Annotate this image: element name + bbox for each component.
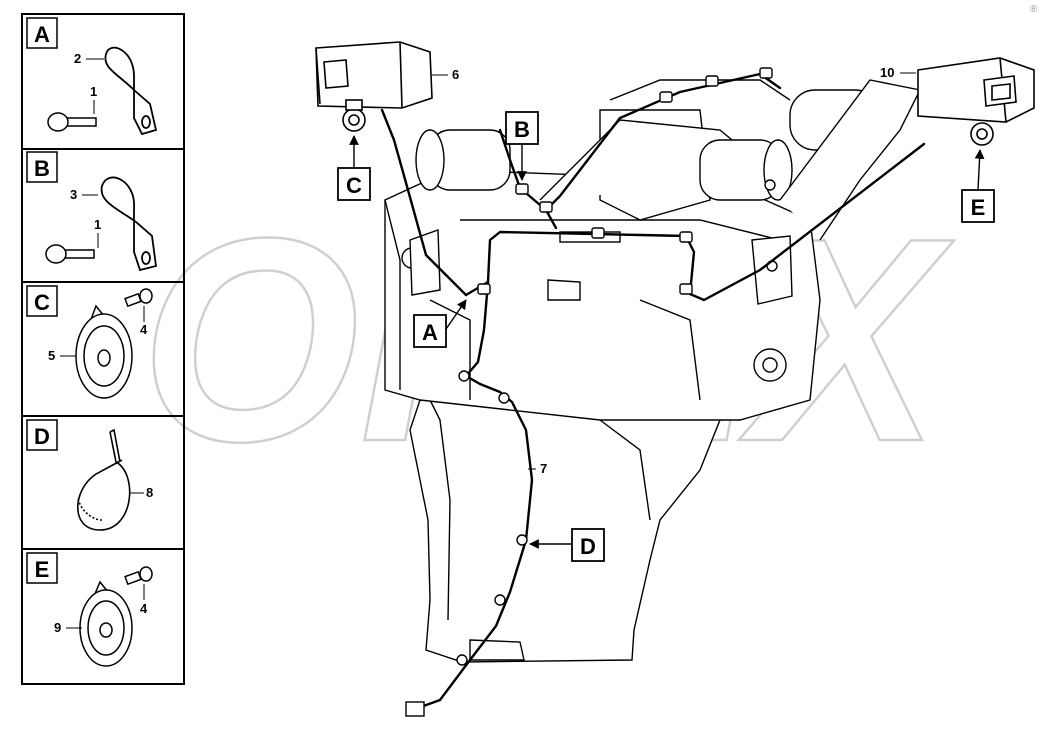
bolt-icon	[124, 566, 153, 586]
part-number: 3	[70, 187, 77, 202]
part-number-harness: 7	[540, 461, 547, 476]
callout-e: E	[961, 149, 995, 223]
panel-letter-d: D	[34, 424, 50, 449]
part-number-right-lamp: 10	[880, 65, 894, 80]
panel-letter-a: A	[34, 22, 50, 47]
callout-a: A	[413, 299, 467, 348]
harness-clips	[405, 67, 773, 717]
part-number: 8	[146, 485, 153, 500]
svg-text:E: E	[971, 195, 986, 220]
cable-tie-icon	[76, 428, 131, 531]
detail-panel-d: D 8	[26, 419, 153, 531]
part-number: 4	[140, 601, 148, 616]
horn-icon	[75, 304, 133, 399]
panel-letter-b: B	[34, 156, 50, 181]
svg-text:A: A	[422, 320, 438, 345]
panel-letter-c: C	[34, 290, 50, 315]
work-lamp-left	[315, 41, 433, 132]
callout-c: C	[337, 135, 371, 201]
p-clamp-icon	[104, 46, 158, 136]
bolt-icon	[45, 244, 95, 264]
part-number: 2	[74, 51, 81, 66]
part-number: 5	[48, 348, 55, 363]
svg-text:D: D	[580, 534, 596, 559]
registered-mark: ®	[1030, 4, 1038, 15]
callout-d: D	[529, 528, 605, 562]
machine-frame	[384, 79, 922, 663]
detail-column	[21, 13, 185, 685]
detail-panel-b: B 3 1	[26, 151, 157, 272]
detail-panel-c: C 4 5	[26, 285, 153, 399]
p-clamp-icon	[100, 176, 157, 272]
panel-letter-e: E	[35, 557, 50, 582]
detail-panel-e: E 4 9	[26, 552, 153, 667]
part-number: 1	[90, 84, 97, 99]
callout-b: B	[505, 111, 539, 181]
horn-icon	[79, 580, 133, 667]
bolt-icon	[124, 288, 153, 308]
work-lamp-right	[917, 57, 1035, 146]
part-number: 1	[94, 217, 101, 232]
svg-text:B: B	[514, 117, 530, 142]
bolt-icon	[47, 112, 97, 132]
part-number-left-lamp: 6	[452, 67, 459, 82]
part-number: 4	[140, 322, 148, 337]
svg-text:C: C	[346, 173, 362, 198]
part-number: 9	[54, 620, 61, 635]
detail-panel-a: A 2 1	[26, 17, 158, 136]
